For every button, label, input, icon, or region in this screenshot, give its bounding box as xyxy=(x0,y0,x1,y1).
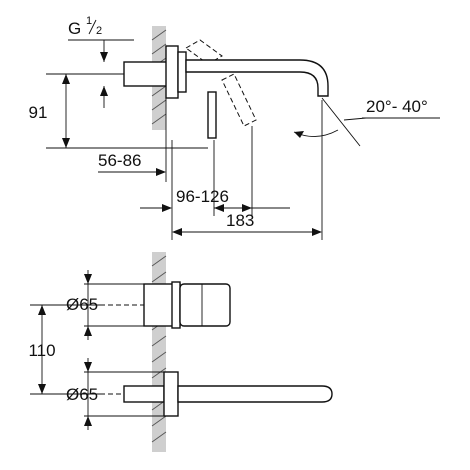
wall-rosette xyxy=(177,51,187,93)
mixer-handle xyxy=(179,283,231,327)
side-view: 91 G 1 2 56-86 xyxy=(29,15,440,240)
diameter-upper-label: Ø65 xyxy=(66,295,98,314)
inlet-pipe xyxy=(123,61,171,87)
diameter-lower-label: Ø65 xyxy=(66,385,98,404)
thread-numerator: 1 xyxy=(86,15,92,27)
wall-section-bottom xyxy=(151,252,167,452)
depth-range-label: 56-86 xyxy=(98,151,141,170)
mounting-plate xyxy=(165,45,179,99)
spout-rosette xyxy=(163,371,179,417)
angle-label: 20°- 40° xyxy=(366,97,428,116)
lever-handle xyxy=(207,91,217,139)
dimension-spout-length xyxy=(172,100,323,240)
lever-swing-outline xyxy=(185,39,223,65)
front-view: Ø65 Ø65 110 xyxy=(28,252,333,452)
thread-callout xyxy=(68,39,134,108)
mixer-rosette xyxy=(171,281,181,329)
spout xyxy=(185,59,329,97)
thread-denominator: 2 xyxy=(96,25,102,37)
spout-base xyxy=(123,385,165,403)
dimension-wall-range xyxy=(140,126,290,240)
height-label: 91 xyxy=(29,103,48,122)
wall-range-label: 96-126 xyxy=(176,187,229,206)
dimension-spacing xyxy=(30,304,100,395)
spacing-label: 110 xyxy=(28,341,55,360)
spout-length-label: 183 xyxy=(226,211,254,230)
spout-front xyxy=(177,385,333,403)
lever-rotated-outline xyxy=(221,73,257,127)
thread-prefix: G xyxy=(68,19,81,38)
dimension-height xyxy=(46,73,208,149)
dimension-depth-range xyxy=(98,98,167,182)
dimension-angle xyxy=(293,97,440,147)
